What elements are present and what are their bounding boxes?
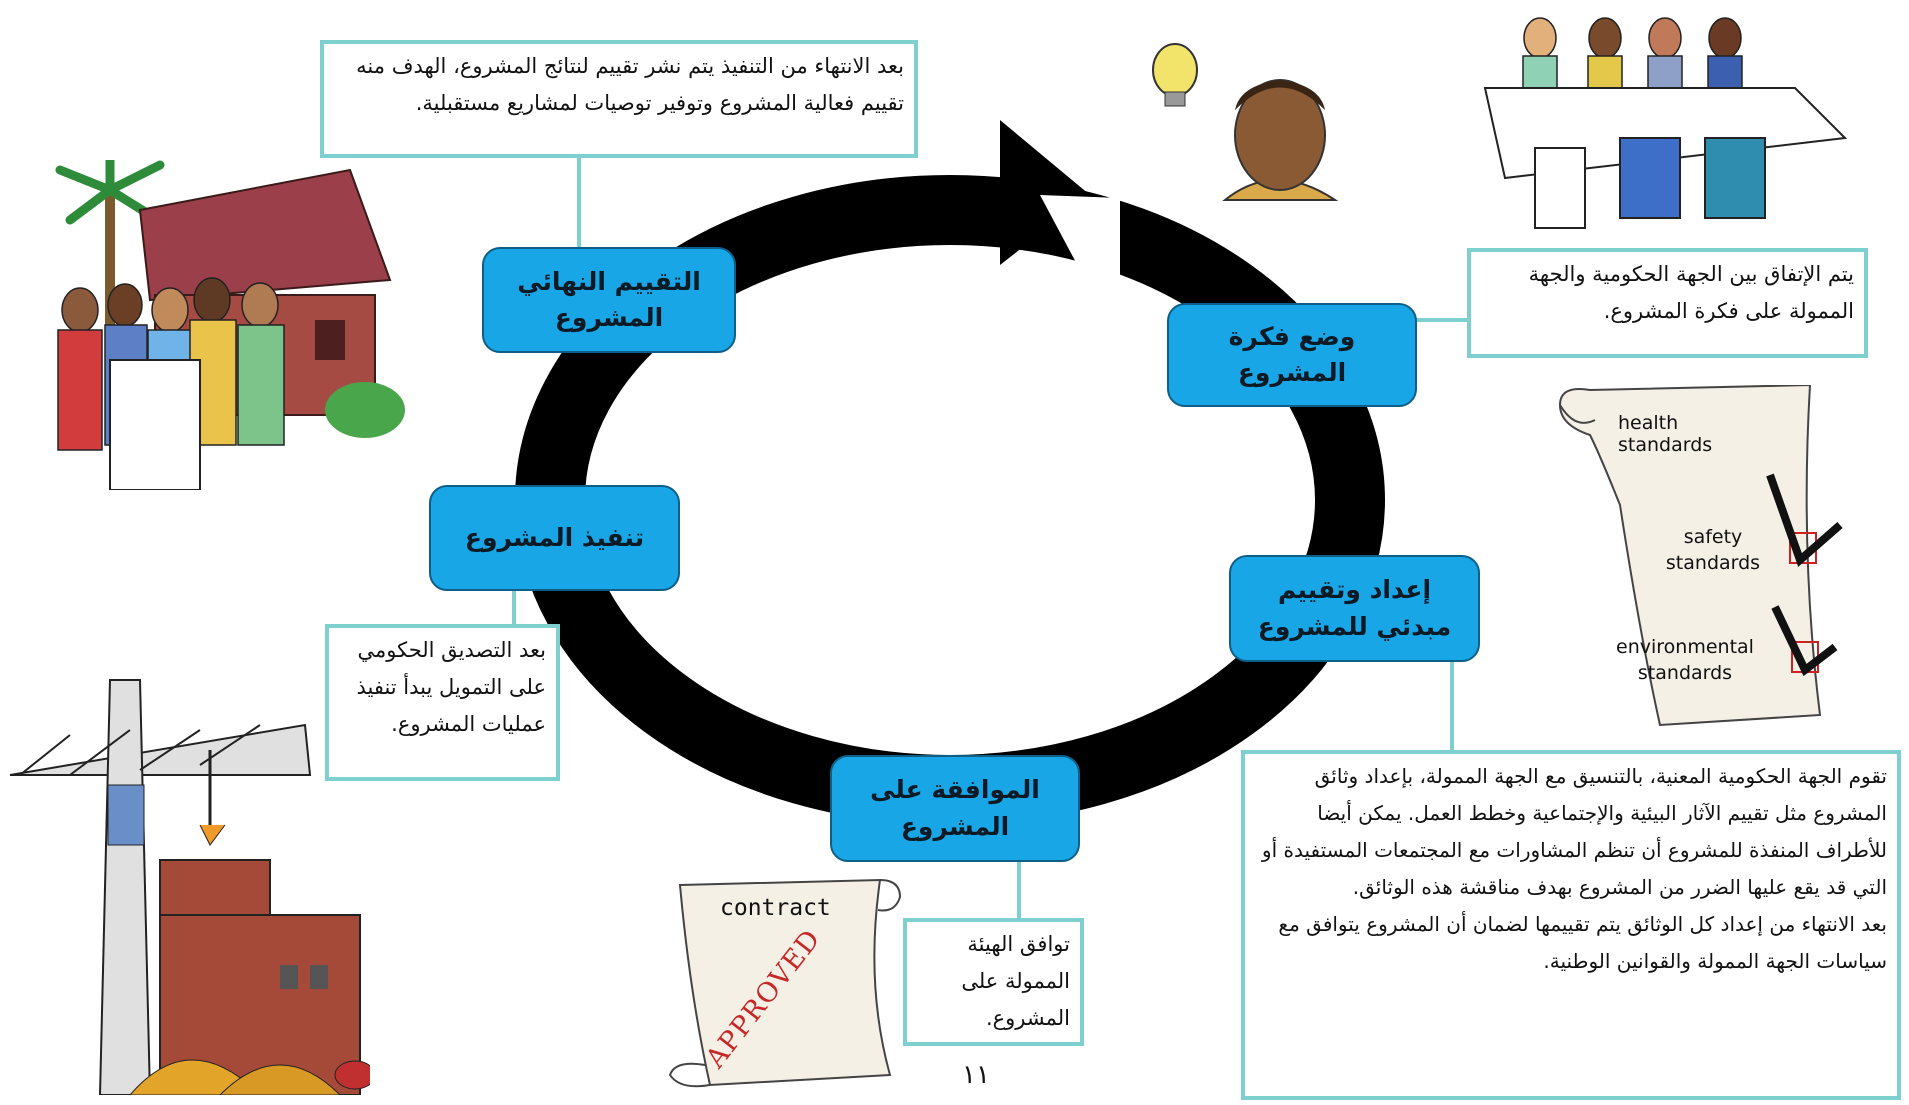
connector-final-evaluation: [577, 157, 581, 247]
safety-standards-label: safety standards: [1665, 526, 1761, 574]
idea-person-drawing: [1152, 43, 1339, 201]
stage-idea: وضع فكرة المشروع: [1167, 303, 1417, 407]
stage-preparation-label: إعداد وتقييم مبدئي للمشروع: [1257, 575, 1452, 641]
contract-scroll-paper: [668, 878, 902, 1088]
note-approval: توافق الهيئة الممولة على المشروع.: [903, 918, 1084, 1046]
village-drawing: [55, 160, 405, 490]
note-final-evaluation-text: بعد الانتهاء من التنفيذ يتم نشر تقييم لن…: [356, 54, 904, 115]
note-idea: يتم الإتفاق بين الجهة الحكومية والجهة ال…: [1467, 248, 1868, 358]
connector-approval: [1017, 862, 1021, 920]
page-number: ١١: [962, 1060, 990, 1090]
cycle-gap: [1040, 195, 1120, 305]
connector-implementation: [512, 590, 516, 625]
environmental-check-icon: [1771, 605, 1838, 677]
note-approval-text: توافق الهيئة الممولة على المشروع.: [961, 932, 1070, 1030]
idea-person-illustration: [1145, 30, 1345, 210]
village-illustration: [50, 160, 410, 490]
note-preparation-text-2: بعد الانتهاء من إعداد كل الوثائق يتم تقي…: [1278, 912, 1887, 973]
environmental-standards-label: environmental standards: [1616, 636, 1754, 684]
stage-implementation: تنفيذ المشروع: [429, 485, 680, 591]
note-final-evaluation: بعد الانتهاء من التنفيذ يتم نشر تقييم لن…: [320, 40, 918, 158]
stage-final-evaluation: التقييم النهائي المشروع: [482, 247, 736, 353]
stage-implementation-label: تنفيذ المشروع: [464, 522, 645, 552]
health-standards-label: health standards: [1618, 412, 1713, 456]
lightbulb-icon: [1152, 43, 1198, 107]
stage-final-evaluation-label: التقييم النهائي المشروع: [517, 266, 701, 332]
stage-approval-label: الموافقة على المشروع: [870, 775, 1040, 841]
meeting-illustration: [1465, 8, 1865, 238]
note-preparation: تقوم الجهة الحكومية المعنية، بالتنسيق مع…: [1241, 750, 1901, 1100]
note-implementation: بعد التصديق الحكومي على التمويل يبدأ تنف…: [325, 624, 560, 781]
note-preparation-text-1: تقوم الجهة الحكومية المعنية، بالتنسيق مع…: [1261, 764, 1887, 899]
stage-idea-label: وضع فكرة المشروع: [1228, 321, 1356, 387]
stage-approval: الموافقة على المشروع: [830, 755, 1080, 862]
connector-idea: [1415, 318, 1470, 322]
contract-title: contract: [720, 895, 831, 921]
meeting-drawing: [1483, 17, 1848, 229]
safety-check-icon: [1766, 473, 1843, 567]
construction-drawing: [10, 679, 370, 1095]
construction-illustration: [10, 655, 370, 1095]
stage-preparation: إعداد وتقييم مبدئي للمشروع: [1229, 555, 1480, 662]
note-implementation-text: بعد التصديق الحكومي على التمويل يبدأ تنف…: [356, 638, 546, 736]
standards-scroll-paper: [1558, 385, 1843, 727]
note-idea-text: يتم الإتفاق بين الجهة الحكومية والجهة ال…: [1528, 262, 1854, 323]
connector-preparation: [1450, 662, 1454, 752]
cycle-arrowhead: [1000, 120, 1090, 265]
